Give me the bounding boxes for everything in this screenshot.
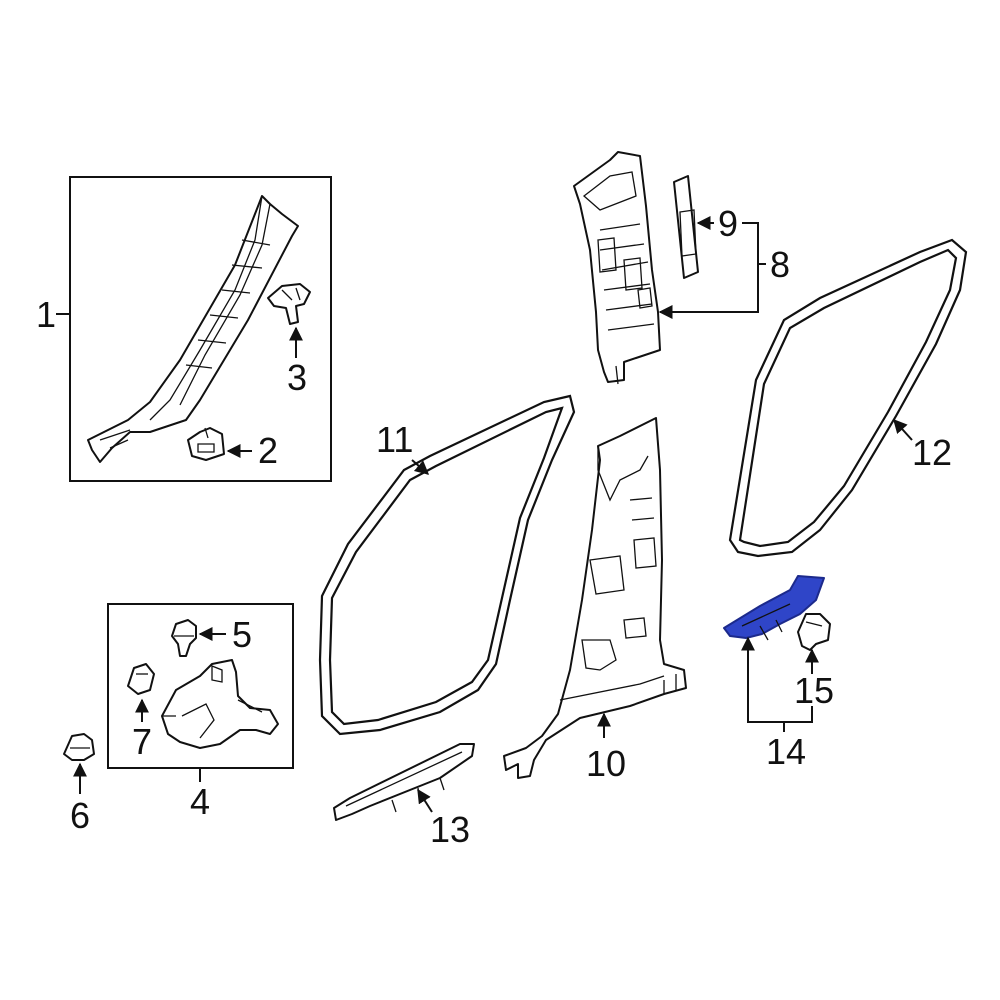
clip-7[interactable] [127, 663, 155, 695]
a-pillar-clip-3[interactable] [267, 283, 311, 325]
callout-7[interactable]: 7 [132, 721, 152, 762]
front-scuff-plate[interactable] [333, 743, 475, 821]
callout-9[interactable]: 9 [718, 203, 738, 244]
callout-3[interactable]: 3 [287, 357, 307, 398]
callout-5[interactable]: 5 [232, 614, 252, 655]
push-clip-5[interactable] [171, 619, 197, 657]
callout-13[interactable]: 13 [430, 809, 470, 850]
rear-door-weatherstrip[interactable] [728, 238, 968, 558]
clip-15[interactable] [797, 613, 831, 651]
group-box-1 [69, 176, 332, 482]
callout-12[interactable]: 12 [912, 432, 952, 473]
callout-4[interactable]: 4 [190, 781, 210, 822]
a-pillar-clip-2[interactable] [187, 427, 225, 461]
front-door-weatherstrip[interactable] [318, 394, 576, 736]
callout-8[interactable]: 8 [770, 244, 790, 285]
kick-panel[interactable] [161, 659, 279, 749]
callout-14[interactable]: 14 [766, 731, 806, 772]
callout-6[interactable]: 6 [70, 795, 90, 836]
a-pillar-trim[interactable] [87, 195, 299, 463]
callout-10[interactable]: 10 [586, 743, 626, 784]
callout-11[interactable]: 11 [376, 419, 413, 460]
callout-15[interactable]: 15 [794, 670, 834, 711]
b-pillar-upper-trim[interactable] [573, 151, 661, 385]
push-clip-6[interactable] [63, 733, 95, 761]
callout-1[interactable]: 1 [36, 294, 56, 335]
b-pillar-lower-trim[interactable] [503, 417, 687, 779]
b-pillar-trim-insert-9[interactable] [673, 175, 699, 279]
callout-2[interactable]: 2 [258, 430, 278, 471]
